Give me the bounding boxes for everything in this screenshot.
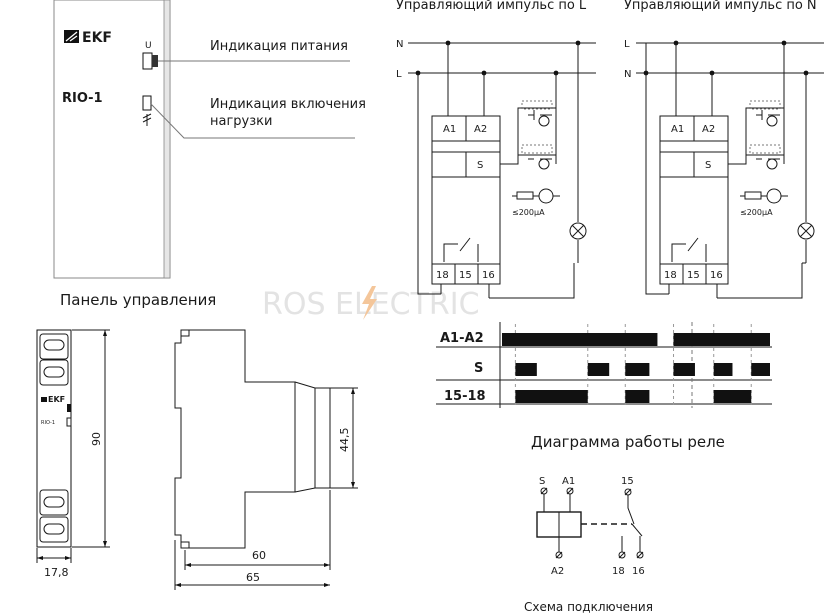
scheme-l-16: 16 (482, 270, 495, 281)
power-led-label: U (145, 41, 152, 51)
impulse-l-title: Управляющий импульс по L (396, 0, 587, 13)
timing-row-out: 15-18 (444, 389, 486, 404)
scheme-n-s: S (705, 160, 711, 171)
conn-s: S (539, 476, 545, 487)
scheme-l-18: 18 (436, 270, 449, 281)
timing-bar-out-1 (625, 390, 650, 403)
timing-bar-out-2 (713, 390, 752, 403)
dim-width-front: 17,8 (44, 566, 69, 579)
conn-a1: A1 (562, 476, 575, 487)
wiring-scheme-l: N L (396, 39, 596, 299)
watermark-bolt-icon (362, 286, 377, 320)
load-leader-line (150, 103, 355, 139)
timing-row-s: S (474, 361, 483, 376)
scheme-l-a1: A1 (443, 124, 456, 135)
scheme-n-n-label: N (624, 69, 631, 80)
scheme-n-18: 18 (664, 270, 677, 281)
scheme-n-15: 15 (687, 270, 700, 281)
dim-height-step: 44,5 (338, 428, 351, 453)
power-indication-label: Индикация питания (210, 39, 348, 54)
timing-bar-s-2 (625, 363, 650, 376)
dim-height-front: 90 (90, 432, 103, 446)
dim-depth-inner: 60 (252, 549, 266, 562)
timing-bar-s-1 (587, 363, 610, 376)
conn-16: 16 (632, 566, 645, 577)
front-brand-label: EKF (48, 395, 65, 404)
wiring-scheme-n: L N (624, 39, 824, 299)
scheme-l-s: S (477, 160, 483, 171)
timing-row-a1a2: A1-A2 (440, 331, 484, 346)
conn-15: 15 (621, 476, 634, 487)
timing-diagram (436, 322, 772, 408)
timing-bar-out-0 (515, 390, 588, 403)
scheme-n-current: ≤200µA (740, 208, 773, 217)
timing-bar-a1a2-0 (502, 333, 658, 346)
conn-a2: A2 (551, 566, 564, 577)
scheme-n-a1: A1 (671, 124, 684, 135)
power-led (142, 52, 153, 70)
scheme-l-current: ≤200µA (512, 208, 545, 217)
scheme-l-15: 15 (459, 270, 472, 281)
connection-scheme (536, 487, 644, 559)
impulse-n-title: Управляющий импульс по N (624, 0, 817, 13)
side-view-drawing (174, 329, 358, 590)
load-led-symbol-icon (142, 113, 152, 126)
timing-bar-s-0 (515, 363, 537, 376)
panel-caption: Панель управления (60, 291, 216, 309)
timing-bar-a1a2-1 (673, 333, 770, 346)
conn-caption: Схема подключения (524, 600, 653, 614)
timing-bar-s-5 (751, 363, 770, 376)
front-model-label: RIO-1 (41, 420, 55, 426)
timing-caption: Диаграмма работы реле (531, 433, 725, 451)
scheme-n-l-label: L (624, 39, 630, 50)
scheme-l-a2: A2 (474, 124, 487, 135)
dim-depth-total: 65 (246, 571, 260, 584)
timing-bar-s-3 (673, 363, 695, 376)
brand-label: EKF (82, 30, 112, 46)
timing-bar-s-4 (713, 363, 733, 376)
power-led-knob (152, 55, 158, 67)
ekf-logo-icon (64, 30, 79, 43)
scheme-l-n-label: N (396, 39, 403, 50)
scheme-l-l-label: L (396, 69, 402, 80)
scheme-n-a2: A2 (702, 124, 715, 135)
load-indication-label-1: Индикация включения (210, 97, 366, 112)
front-view-drawing: EKF RIO-1 (36, 329, 110, 563)
load-led (142, 95, 152, 111)
model-label: RIO-1 (62, 91, 103, 106)
load-indication-label-2: нагрузки (210, 114, 272, 129)
device-front-panel: EKF RIO-1 U (53, 0, 355, 279)
scheme-n-16: 16 (710, 270, 723, 281)
conn-18: 18 (612, 566, 625, 577)
